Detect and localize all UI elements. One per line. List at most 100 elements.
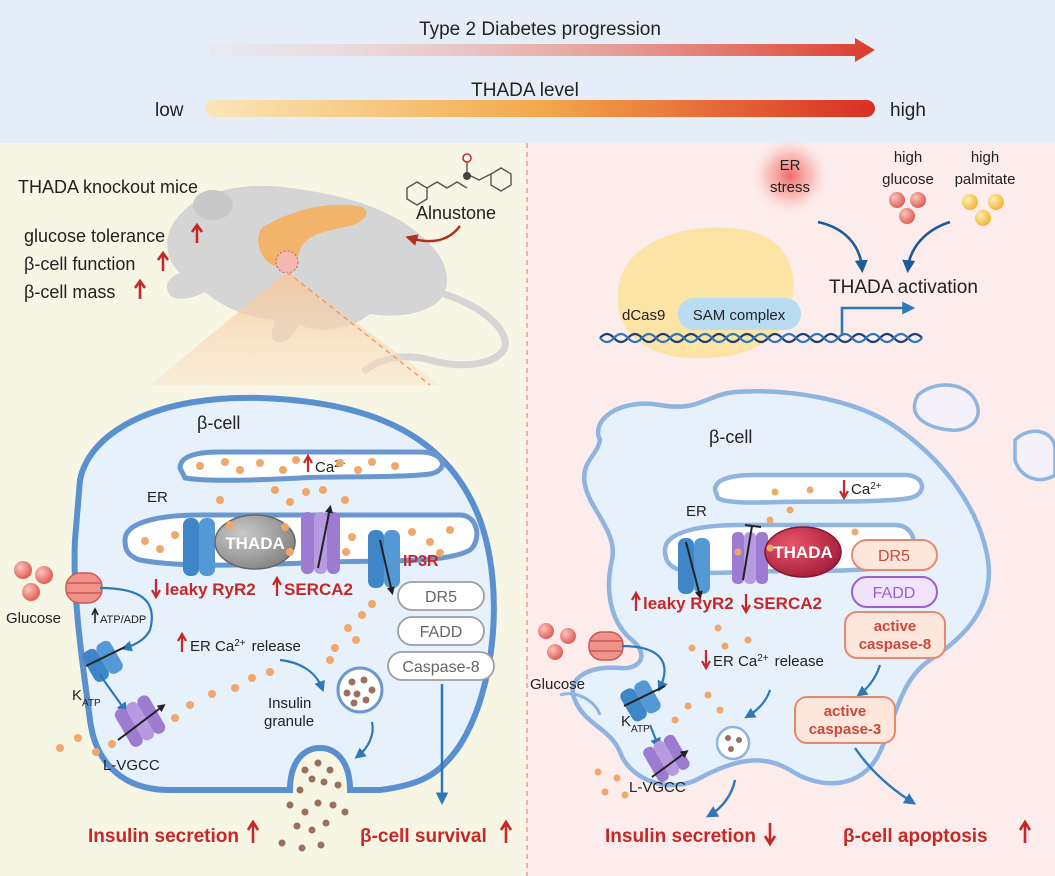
progression-title: Type 2 Diabetes progression: [419, 19, 661, 40]
right-katp-block-icon: [623, 685, 666, 707]
left-calcium-dots: [56, 456, 454, 756]
right-katp-label: KATP: [621, 713, 650, 735]
left-serca2-channel-icon: [301, 504, 340, 574]
right-serca2-down-icon: [741, 594, 751, 615]
ip3r-label: IP3R: [403, 553, 439, 570]
left-katp-channel-icon: [82, 640, 123, 682]
apoptotic-body-1: [912, 383, 980, 432]
right-lvgcc-label: L-VGCC: [629, 779, 686, 796]
right-secretion-arrow: [705, 779, 737, 818]
left-secreted-insulin: [278, 759, 349, 852]
right-er-calcium-label: Ca2+: [851, 481, 882, 499]
right-glucose-balls: [538, 623, 576, 660]
left-katp-block-icon: [85, 646, 126, 667]
left-cell-label: β-cell: [197, 413, 240, 433]
high-palmitate-label-2: palmitate: [955, 171, 1016, 188]
knockout-mice-title: THADA knockout mice: [18, 177, 198, 197]
thada-high-label: high: [890, 100, 926, 121]
phenotype-beta-cell-mass: β-cell mass: [24, 282, 115, 302]
right-insulin-granule: [715, 725, 751, 761]
right-cell-label: β-cell: [709, 427, 752, 447]
left-thada-label: THADA: [225, 534, 285, 553]
right-glut-transporter-icon: [588, 631, 624, 661]
high-palmitate-label-1: high: [971, 149, 999, 166]
atp-up-icon: [91, 607, 99, 623]
left-calcium-to-granule-arrow: [279, 658, 325, 693]
left-er-release-text: ER Ca2+release: [190, 638, 301, 656]
right-caspase3-label-1: active: [824, 703, 867, 720]
high-glucose-label-2: glucose: [882, 171, 934, 188]
thada-level-bar: [205, 100, 875, 117]
right-caspase3-box: [794, 696, 896, 744]
right-glucose-label: Glucose: [530, 676, 585, 693]
left-er-release-up-icon: [177, 631, 187, 652]
caspase8-to-3-arrow: [856, 664, 882, 697]
thada-level-title: THADA level: [471, 80, 579, 101]
left-fadd-label: FADD: [420, 624, 463, 641]
er-stress-glow: [750, 136, 830, 216]
apoptosis-arrow: [854, 747, 917, 805]
alnustone-arrow: [405, 225, 461, 246]
left-beta-cell: [71, 394, 497, 793]
serca2-up-icon: [272, 575, 282, 596]
right-er-release-down-icon: [701, 650, 711, 671]
left-thada-protein: [214, 514, 296, 570]
right-dr5-box: [851, 539, 938, 571]
left-granule-label-1: Insulin: [268, 695, 311, 712]
right-dr5-label: DR5: [878, 548, 910, 565]
left-granule-contents: [343, 676, 376, 707]
dna-helix: [599, 332, 923, 344]
left-granule-label-2: granule: [264, 713, 314, 730]
right-caspase8-label-1: active: [874, 618, 917, 635]
left-ip3r-channel-icon: [368, 530, 400, 596]
right-serca2-label: SERCA2: [753, 594, 822, 613]
thada-activation-label: THADA activation: [829, 277, 978, 298]
left-dr5-label: DR5: [425, 589, 457, 606]
left-atp-adp-label: ATP/ADP: [100, 614, 146, 626]
left-ryr2-channel-icon: [183, 518, 215, 576]
right-thada-label: THADA: [773, 543, 833, 562]
leaky-ryr2-down-icon: [151, 579, 161, 600]
right-lvgcc-flux-arrow: [651, 750, 689, 778]
high-glucose-balls: [889, 192, 926, 224]
right-er-label: ER: [686, 503, 707, 520]
zoom-cone: [150, 272, 440, 385]
apoptotic-body-2: [1013, 429, 1055, 482]
right-ryr2-channel-icon: [678, 538, 710, 600]
left-katp-label: KATP: [72, 687, 101, 709]
right-secretion-down-icon: [763, 823, 777, 847]
left-caspase8-label: Caspase-8: [402, 659, 479, 676]
left-serca2-label: SERCA2: [284, 580, 353, 599]
right-secretion-label: Insulin secretion: [605, 826, 756, 847]
carbonyl-carbon-icon: [463, 172, 471, 180]
transcription-start-arrow: [840, 301, 916, 336]
left-glucose-balls: [14, 561, 53, 601]
left-secretion-label: Insulin secretion: [88, 826, 239, 847]
right-apoptosis-label: β-cell apoptosis: [843, 826, 988, 847]
right-serca2-channel-icon: [732, 524, 768, 584]
progression-arrow: [210, 38, 875, 62]
thada-low-label: low: [155, 100, 184, 121]
right-leaky-up-icon: [631, 590, 641, 611]
sam-complex-label: SAM complex: [693, 307, 786, 324]
right-er-release-text: ER Ca2+release: [713, 653, 824, 671]
left-survival-up-icon: [499, 819, 513, 843]
left-exocytosis-arrow: [354, 721, 374, 759]
right-granule-contents: [725, 735, 742, 752]
right-calcium-to-granule-arrow: [744, 689, 772, 719]
right-caspase3-label-2: caspase-3: [809, 721, 882, 738]
er-stress-arrow: [817, 220, 868, 274]
right-thada-protein: [764, 526, 842, 578]
left-insulin-granule: [336, 666, 384, 714]
left-secretion-up-icon: [246, 819, 260, 843]
er-stress-label-1: ER: [780, 157, 801, 174]
high-glucose-label-1: high: [894, 149, 922, 166]
right-calcium-dots: [594, 486, 859, 799]
header-panel: [0, 0, 1055, 143]
right-katp-arrow: [648, 724, 661, 750]
up-arrow-icons: [133, 222, 204, 299]
phenotype-glucose-tolerance: glucose tolerance: [24, 226, 165, 246]
high-palmitate-balls: [962, 194, 1004, 226]
right-caspase8-box: [844, 611, 946, 659]
right-caspase8-label-2: caspase-8: [859, 636, 932, 653]
